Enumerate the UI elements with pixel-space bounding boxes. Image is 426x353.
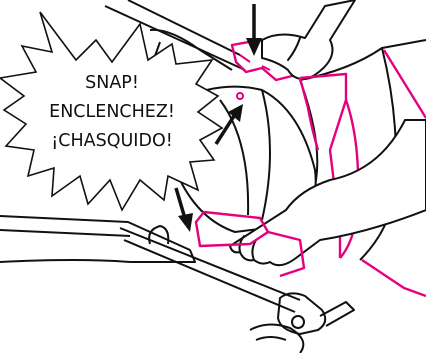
- down-arrow-icon: [246, 4, 262, 56]
- callout-line-1: SNAP!: [85, 73, 139, 93]
- upper-hand: [262, 0, 355, 79]
- wheel-hub: [250, 293, 354, 353]
- callout-line-2: ENCLENCHEZ!: [49, 102, 175, 122]
- callout-line-3: ¡CHASQUIDO!: [51, 131, 172, 151]
